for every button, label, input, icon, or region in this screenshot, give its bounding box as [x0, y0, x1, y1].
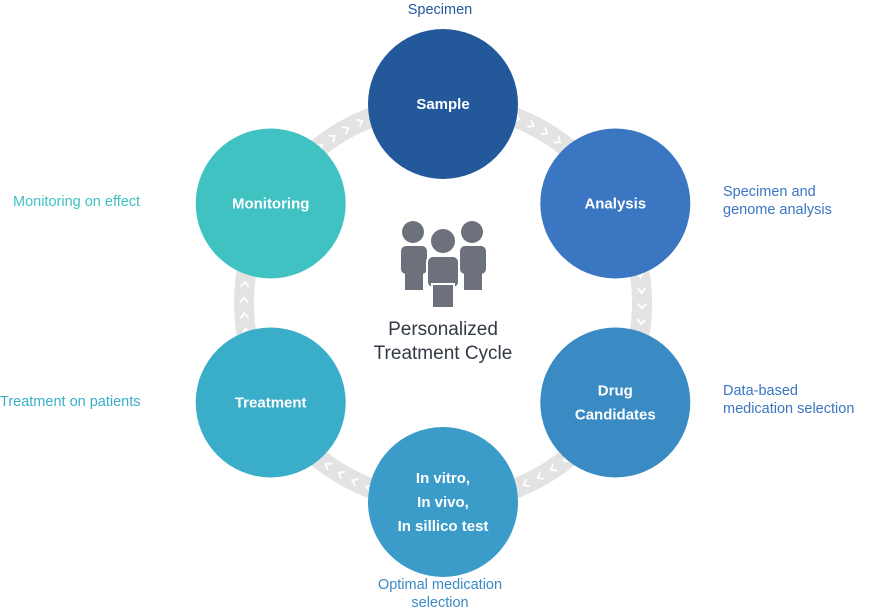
node-sample-label: Sample — [416, 96, 469, 113]
analysis-description-line1: Specimen and — [723, 184, 816, 200]
monitoring-description: Monitoring on effect — [13, 194, 141, 210]
drug-description: Data-based medication selection — [723, 382, 854, 418]
chevron-arrow-icon — [637, 302, 647, 310]
node-analysis: Analysis — [540, 128, 691, 279]
chevron-arrow-icon — [636, 318, 647, 326]
chevron-arrow-icon — [351, 477, 359, 487]
chevron-arrow-icon — [337, 470, 346, 479]
node-drug-label: Candidates — [575, 407, 656, 424]
chevron-arrow-icon — [636, 287, 647, 295]
optimal-description-line1: Optimal medication — [377, 577, 503, 593]
chevron-arrow-icon — [536, 471, 545, 480]
chevron-arrow-icon — [522, 478, 531, 488]
node-monitoring-label: Monitoring — [232, 196, 309, 213]
node-monitoring-circle — [195, 128, 346, 279]
specimen-label: Specimen — [407, 2, 473, 18]
drug-description-line1: Data-based — [723, 383, 798, 399]
node-invitro-circle — [368, 427, 518, 577]
node-treatment: Treatment — [195, 327, 346, 478]
drug-description-line2: medication selection — [723, 401, 855, 417]
node-invitro-label: In sillico test — [398, 518, 489, 535]
node-invitro: In vitro, In vivo, In sillico test — [368, 427, 518, 577]
chevron-arrow-icon — [328, 134, 337, 143]
chevron-arrow-icon — [341, 126, 350, 135]
node-treatment-label: Treatment — [235, 395, 307, 412]
people-group-icon — [401, 221, 486, 309]
center-title: Personalized Treatment Cycle — [343, 318, 543, 366]
chevron-arrow-icon — [527, 119, 535, 129]
node-drug-label: Drug — [598, 383, 633, 400]
treatment-description: Treatment on patients — [0, 394, 141, 410]
chevron-arrow-icon — [239, 296, 249, 304]
chevron-arrow-icon — [324, 462, 333, 471]
center-title-line2: Treatment Cycle — [373, 343, 513, 364]
flow-arrows — [239, 113, 647, 493]
chevron-arrow-icon — [239, 311, 250, 319]
node-invitro-label: In vivo, — [417, 494, 469, 511]
node-analysis-circle — [540, 128, 691, 279]
node-sample: Sample — [368, 29, 518, 179]
node-monitoring: Monitoring — [195, 128, 346, 279]
center-title-line1: Personalized — [388, 319, 498, 340]
node-invitro-label: In vitro, — [416, 470, 470, 487]
optimal-description: Optimal medication selection — [350, 576, 530, 612]
chevron-arrow-icon — [239, 280, 250, 288]
analysis-description: Specimen and genome analysis — [723, 183, 832, 219]
analysis-description-line2: genome analysis — [723, 202, 832, 218]
node-sample-circle — [368, 29, 518, 179]
optimal-description-line2: selection — [411, 595, 469, 611]
chevron-arrow-icon — [540, 127, 549, 136]
node-analysis-label: Analysis — [584, 196, 646, 213]
chevron-arrow-icon — [553, 135, 562, 144]
node-drug-circle — [540, 327, 691, 478]
chevron-arrow-icon — [355, 118, 364, 128]
node-treatment-circle — [195, 327, 346, 478]
chevron-arrow-icon — [549, 463, 558, 472]
